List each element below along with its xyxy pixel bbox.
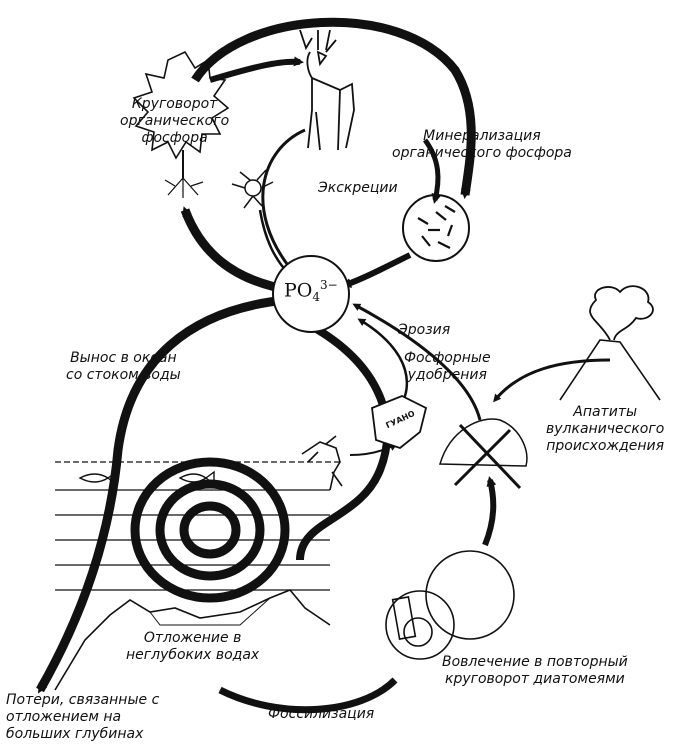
sediment-spiral xyxy=(130,457,290,603)
water-lines xyxy=(55,461,340,591)
bird-icon xyxy=(301,435,343,491)
erosion-label: Эрозия xyxy=(398,322,451,338)
fish-icon xyxy=(78,470,215,486)
shallow-deposit-label: Отложение в неглубоких водах xyxy=(126,630,260,663)
deep-losses-label: Потери, связанные с отложением на больши… xyxy=(6,692,160,742)
runoff-label: Вынос в океан со стоком воды xyxy=(66,350,181,383)
deer-icon xyxy=(299,29,355,151)
fertilizers-label: Фосфорные удобрения xyxy=(404,350,491,383)
mineralization-label: Минерализация органического фосфора xyxy=(392,128,572,161)
apatites-label: Апатиты вулканического происхождения xyxy=(546,404,665,454)
fossilization-label: Фоссилизация xyxy=(268,706,375,722)
diatom-icon xyxy=(385,550,515,660)
seabed xyxy=(54,589,331,691)
excretion-label: Экскреции xyxy=(318,180,398,196)
rock-pile-icon xyxy=(439,418,528,490)
upper-cycle-arrows xyxy=(180,17,476,295)
phosphate-node xyxy=(272,255,350,333)
volcano-icon xyxy=(559,285,661,401)
tree-icon xyxy=(132,50,230,198)
organic-cycle-label: Круговорот органического фосфора xyxy=(120,96,230,146)
guano-bag-icon xyxy=(371,395,428,450)
bacteria-icon xyxy=(402,194,470,262)
microbe-icon xyxy=(231,169,274,209)
diatoms-label: Вовлечение в повторный круговорот диатом… xyxy=(442,654,628,687)
phosphate-label: PO43− xyxy=(284,278,338,305)
